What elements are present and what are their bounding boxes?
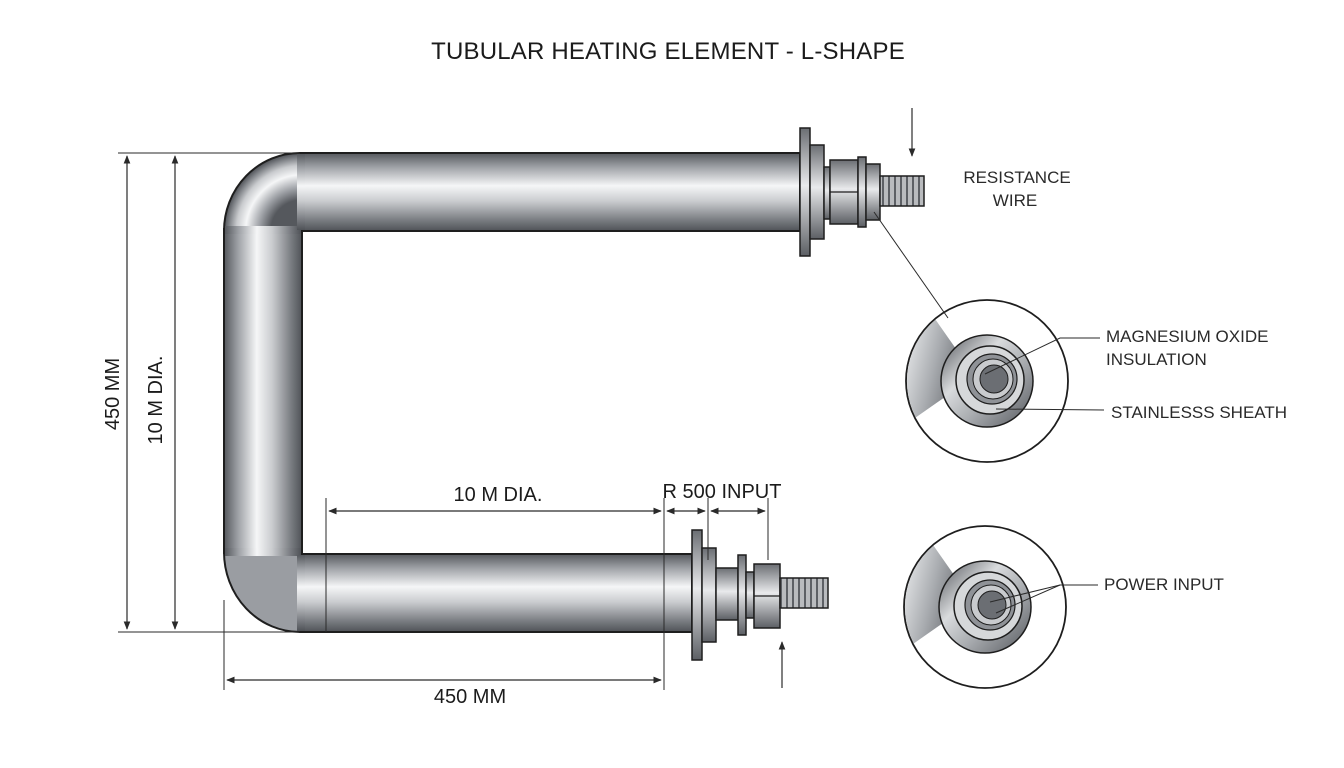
- diagram-title: TUBULAR HEATING ELEMENT - L-SHAPE: [431, 38, 905, 65]
- dimension-lines: [118, 108, 916, 690]
- top-terminal-fitting: [799, 127, 925, 257]
- tube-vertical-leg: [223, 228, 303, 554]
- tube-bottom-bend: [224, 552, 302, 632]
- tube-top-leg: [299, 152, 801, 232]
- dim-height-inner-label: 10 M DIA.: [145, 356, 167, 445]
- bottom-threaded-stud: [779, 577, 829, 609]
- top-flange: [799, 127, 811, 257]
- dim-radius-input-label: R 500 INPUT: [663, 481, 782, 503]
- tube-top-bend: [224, 153, 302, 231]
- callout-power-input: POWER INPUT: [1104, 575, 1224, 594]
- cross-section-detail-insulation: [905, 299, 1069, 463]
- callout-mgo-line2: INSULATION: [1106, 350, 1207, 369]
- callout-mgo-line1: MAGNESIUM OXIDE: [1106, 327, 1268, 346]
- dim-leg-span-label: 10 M DIA.: [454, 484, 543, 506]
- cross-section-detail-power-input: [903, 525, 1067, 689]
- tube-bottom-leg: [299, 553, 693, 633]
- tube: [223, 152, 801, 633]
- callout-resistance-wire-line1: RESISTANCE: [963, 168, 1070, 187]
- callout-sheath: STAINLESSS SHEATH: [1111, 403, 1287, 422]
- callout-resistance-wire-line2: WIRE: [993, 191, 1037, 210]
- core-wire: [979, 364, 1009, 394]
- bottom-terminal-fitting: [691, 529, 829, 661]
- top-threaded-stud: [879, 175, 925, 207]
- dim-height-outer-label: 450 MM: [102, 358, 124, 430]
- dim-bottom-length-label: 450 MM: [434, 686, 506, 708]
- callout-leaders: [873, 211, 1105, 614]
- power-core: [977, 590, 1007, 620]
- bottom-flange: [691, 529, 703, 661]
